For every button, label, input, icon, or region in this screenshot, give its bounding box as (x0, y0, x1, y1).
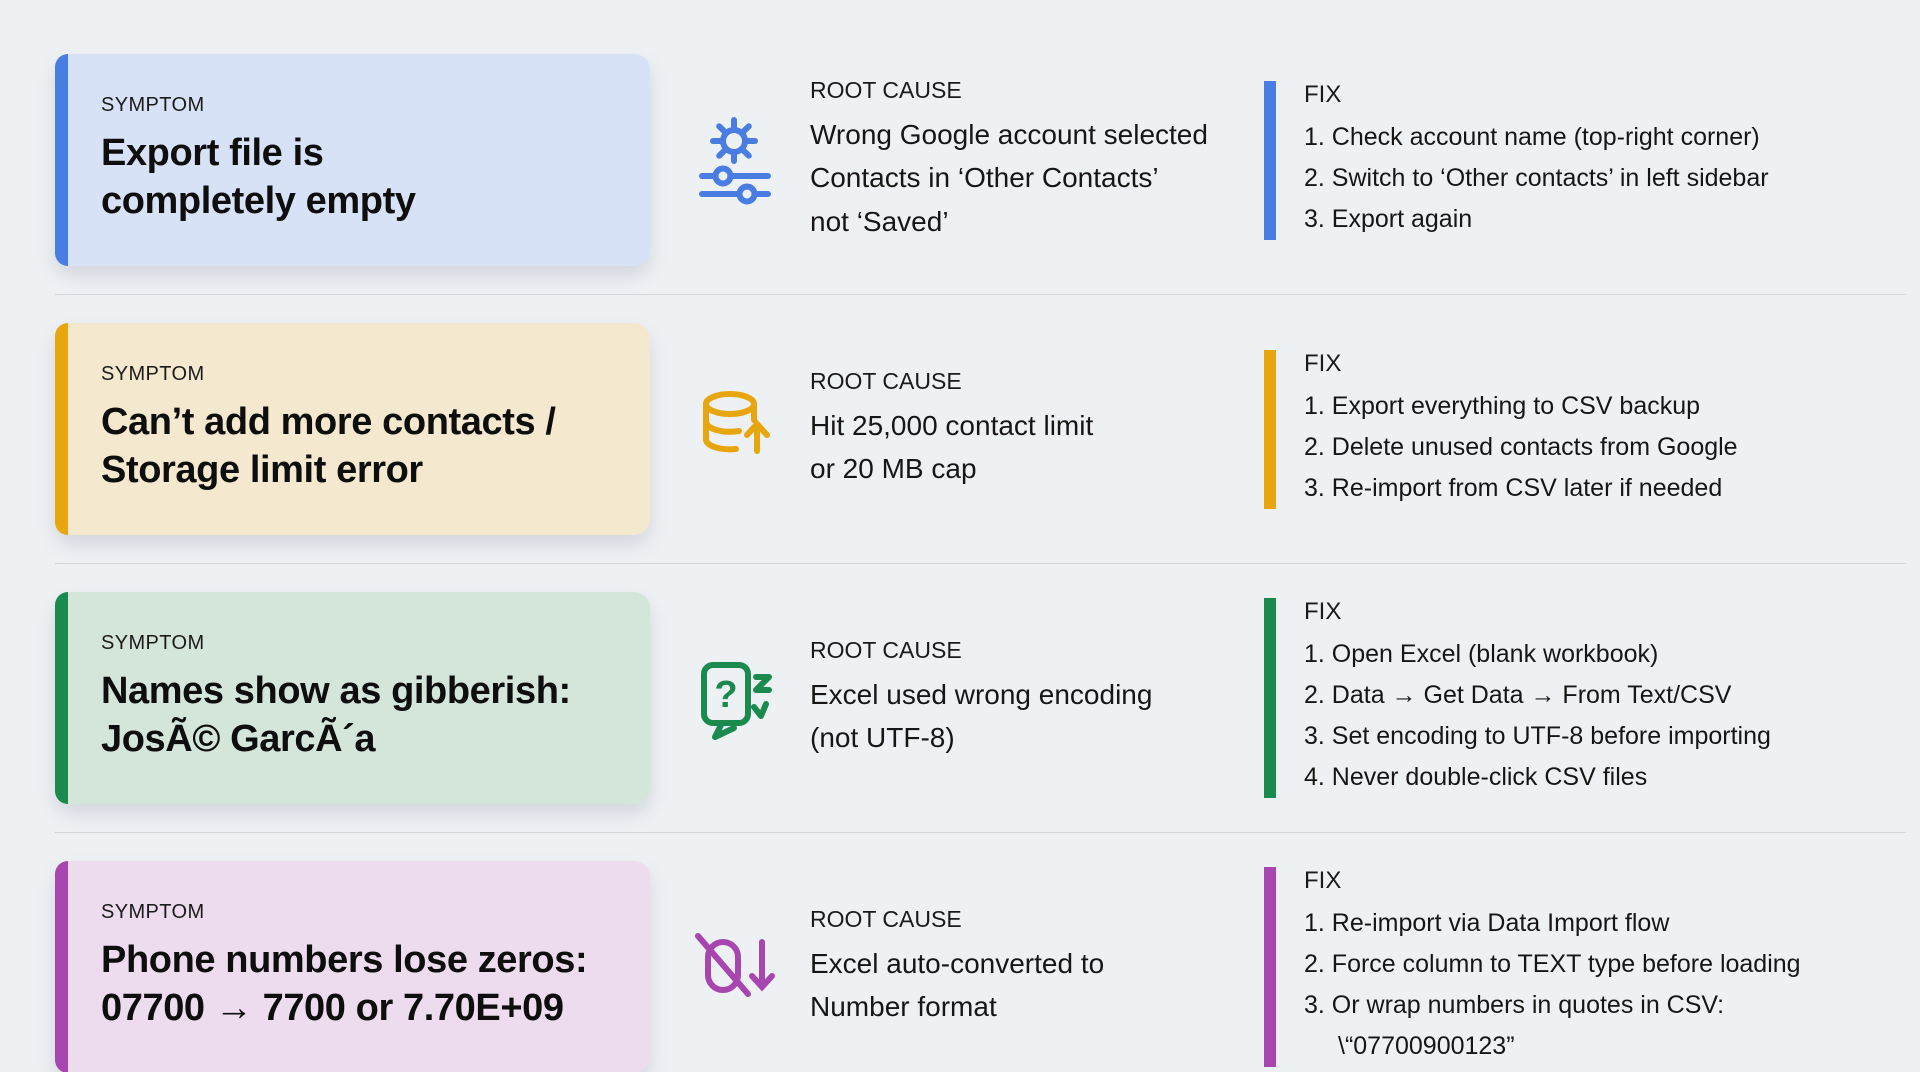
symptom-label: SYMPTOM (101, 901, 205, 923)
fix-step: 1. Open Excel (blank workbook) (1304, 640, 1659, 668)
root-cause-line: Hit 25,000 contact limit (810, 409, 1094, 441)
fix-step: 3. Export again (1304, 204, 1473, 233)
root-cause-label: ROOT CAUSE (810, 77, 962, 104)
fix-step: 2. Data → Get Data → From Text/CSV (1304, 681, 1732, 709)
fix-label: FIX (1304, 598, 1342, 625)
gear-sliders-icon (690, 115, 780, 205)
encoding-question-icon: ? (690, 653, 780, 743)
fix-step: 2. Switch to ‘Other contacts’ in left si… (1304, 163, 1769, 192)
root-cause-line: or 20 MB cap (810, 453, 977, 484)
fix-label: FIX (1304, 80, 1342, 108)
root-cause-label: ROOT CAUSE (810, 367, 962, 394)
symptom-title: Names show as gibberish: JosÃ© GarcÃ´a (101, 667, 622, 764)
fix-block: FIX 1. Re-import via Data Import flow 2.… (1264, 867, 1904, 1067)
accent-bar (55, 861, 68, 1072)
fix-block: FIX 1. Export everything to CSV backup 2… (1264, 349, 1904, 509)
symptom-line: completely empty (101, 180, 416, 223)
fix-step: 3. Or wrap numbers in quotes in CSV: (1304, 991, 1725, 1019)
accent-bar (55, 54, 68, 266)
fix-step: 2. Delete unused contacts from Google (1304, 432, 1738, 461)
root-cause-label: ROOT CAUSE (810, 636, 962, 663)
accent-bar (55, 592, 68, 804)
root-cause-text: ROOT CAUSE Hit 25,000 contact limit or 2… (810, 368, 1264, 490)
accent-bar (55, 323, 68, 535)
root-cause-label: ROOT CAUSE (810, 905, 962, 932)
symptom-line: Names show as gibberish: (101, 670, 571, 712)
troubleshooting-row: SYMPTOM Names show as gibberish: JosÃ© G… (0, 592, 1920, 804)
symptom-card: SYMPTOM Phone numbers lose zeros: 07700 … (55, 861, 650, 1072)
troubleshooting-row: SYMPTOM Phone numbers lose zeros: 07700 … (0, 861, 1920, 1072)
root-cause-block: ? ROOT CAUSE Excel used wrong encoding (… (690, 637, 1264, 759)
fix-block: FIX 1. Check account name (top-right cor… (1264, 80, 1904, 240)
troubleshooting-row: SYMPTOM Can’t add more contacts / Storag… (0, 323, 1920, 535)
symptom-title: Can’t add more contacts / Storage limit … (101, 398, 622, 495)
fix-step: 3. Set encoding to UTF-8 before importin… (1304, 722, 1771, 750)
fix-step: 3. Re-import from CSV later if needed (1304, 473, 1723, 502)
fix-step: 1. Check account name (top-right corner) (1304, 122, 1760, 151)
symptom-line: Export file is (101, 132, 324, 174)
row-divider (55, 294, 1906, 295)
symptom-line: JosÃ© GarcÃ´a (101, 718, 376, 761)
fix-block: FIX 1. Open Excel (blank workbook) 2. Da… (1264, 598, 1904, 798)
row-divider (55, 832, 1906, 833)
fix-step: 2. Force column to TEXT type before load… (1304, 950, 1801, 978)
root-cause-block: ROOT CAUSE Excel auto-converted to Numbe… (690, 906, 1264, 1028)
root-cause-line: (not UTF-8) (810, 722, 955, 753)
symptom-card: SYMPTOM Can’t add more contacts / Storag… (55, 323, 650, 535)
symptom-line: Phone numbers lose zeros: (101, 939, 588, 981)
row-divider (55, 563, 1906, 564)
symptom-label: SYMPTOM (101, 94, 205, 116)
symptom-label: SYMPTOM (101, 632, 205, 654)
symptom-card: SYMPTOM Names show as gibberish: JosÃ© G… (55, 592, 650, 804)
symptom-title: Export file is completely empty (101, 129, 622, 226)
root-cause-line: Number format (810, 991, 997, 1022)
root-cause-line: Excel auto-converted to (810, 947, 1105, 979)
root-cause-line: Wrong Google account selected (810, 119, 1208, 151)
slashed-zero-icon (690, 922, 780, 1012)
root-cause-text: ROOT CAUSE Wrong Google account selected… (810, 77, 1264, 242)
root-cause-block: ROOT CAUSE Wrong Google account selected… (690, 77, 1264, 242)
root-cause-text: ROOT CAUSE Excel used wrong encoding (no… (810, 637, 1264, 759)
fix-step: 4. Never double-click CSV files (1304, 763, 1648, 791)
symptom-label: SYMPTOM (101, 363, 205, 385)
database-limit-icon (690, 384, 780, 474)
symptom-line: Storage limit error (101, 449, 423, 492)
symptom-line: Can’t add more contacts / (101, 401, 556, 443)
symptom-line: 07700 → 7700 or 7.70E+09 (101, 987, 564, 1030)
root-cause-text: ROOT CAUSE Excel auto-converted to Numbe… (810, 906, 1264, 1028)
fix-step-continuation: \“07700900123” (1338, 1032, 1515, 1060)
root-cause-line: Excel used wrong encoding (810, 678, 1153, 710)
symptom-card: SYMPTOM Export file is completely empty (55, 54, 650, 266)
fix-step: 1. Re-import via Data Import flow (1304, 909, 1670, 937)
symptom-title: Phone numbers lose zeros: 07700 → 7700 o… (101, 936, 622, 1033)
root-cause-line: Contacts in ‘Other Contacts’ (810, 162, 1159, 194)
fix-label: FIX (1304, 349, 1342, 377)
root-cause-line: not ‘Saved’ (810, 205, 949, 237)
fix-label: FIX (1304, 867, 1342, 894)
fix-step: 1. Export everything to CSV backup (1304, 391, 1701, 420)
svg-text:?: ? (714, 674, 737, 716)
troubleshooting-row: SYMPTOM Export file is completely empty (0, 54, 1920, 266)
root-cause-block: ROOT CAUSE Hit 25,000 contact limit or 2… (690, 368, 1264, 490)
